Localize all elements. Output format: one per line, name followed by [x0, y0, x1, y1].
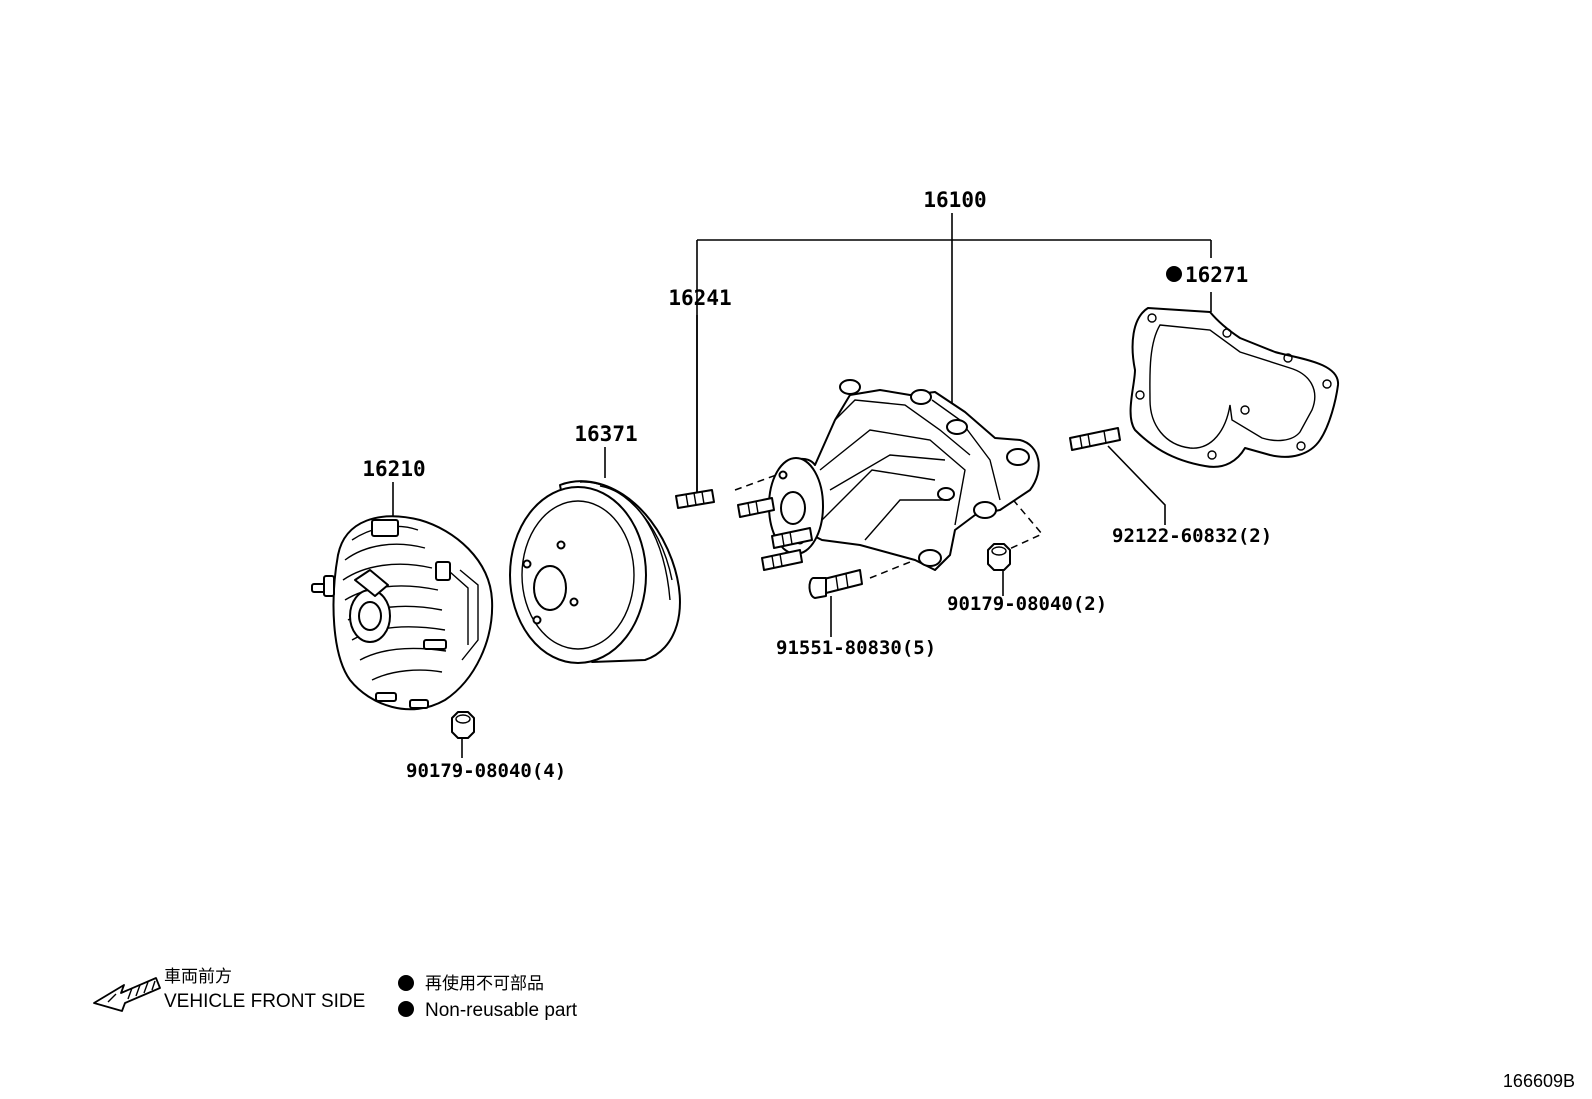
- water-pump: [737, 379, 1040, 571]
- label-90179-08040-coupling: 90179-08040(4): [406, 760, 566, 782]
- stud-bolt-right: [1069, 427, 1121, 451]
- nonreuse-label-en: Non-reusable part: [425, 1000, 578, 1021]
- filled-circle-icon: [398, 1001, 414, 1017]
- vehicle-front-legend: 車両前方 VEHICLE FRONT SIDE: [93, 967, 365, 1012]
- pulley: [509, 480, 681, 664]
- label-16371: 16371: [574, 422, 637, 446]
- hatched-arrow-icon: [93, 977, 161, 1012]
- nonreuse-label-jp: 再使用不可部品: [425, 973, 544, 994]
- diagram-code: 166609B: [1503, 1071, 1575, 1091]
- stud-bolt-top: [675, 489, 715, 509]
- label-16100: 16100: [923, 188, 986, 212]
- nut-pump: [987, 543, 1011, 571]
- label-16271: 16271: [1185, 263, 1248, 287]
- bolt-pump: [808, 569, 863, 599]
- fan-coupling: [311, 515, 494, 711]
- pump-gasket: [1129, 307, 1340, 468]
- label-16210: 16210: [362, 457, 425, 481]
- label-91551-80830: 91551-80830(5): [776, 637, 936, 659]
- label-90179-08040-pump: 90179-08040(2): [947, 593, 1107, 615]
- nonreuse-mark-icon: [1166, 266, 1182, 282]
- front-label-jp: 車両前方: [164, 967, 232, 987]
- nut-coupling: [451, 711, 475, 739]
- nonreusable-legend: 再使用不可部品 Non-reusable part: [398, 973, 578, 1021]
- label-16241: 16241: [668, 286, 731, 310]
- filled-circle-icon: [398, 975, 414, 991]
- label-92122-60832: 92122-60832(2): [1112, 525, 1272, 547]
- front-label-en: VEHICLE FRONT SIDE: [164, 991, 365, 1012]
